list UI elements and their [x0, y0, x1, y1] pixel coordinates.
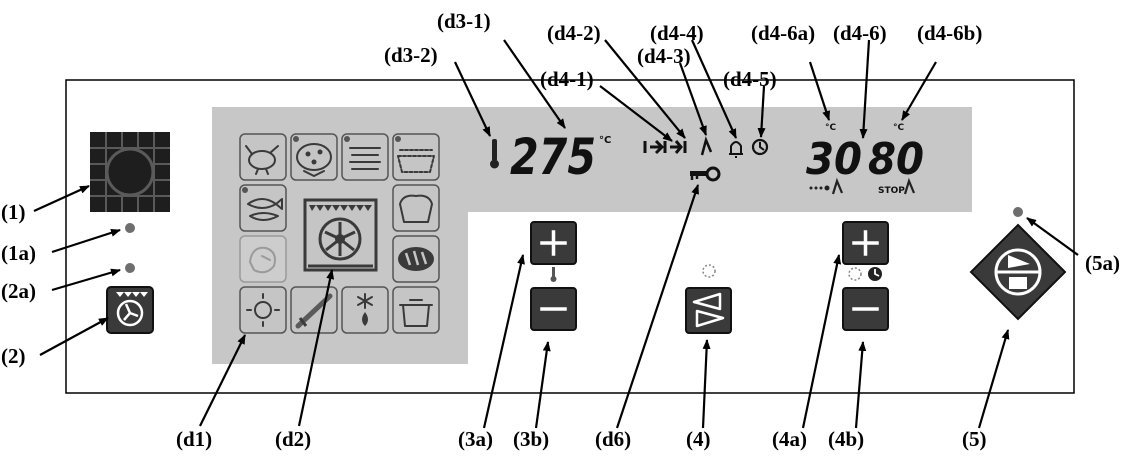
callout-d4-5: (d4-5)	[723, 67, 777, 91]
time-minus-button[interactable]	[842, 287, 889, 331]
light-icon[interactable]	[239, 286, 287, 334]
callout-5: (5)	[962, 427, 987, 451]
mode-button[interactable]	[685, 287, 732, 334]
core-probe-icon	[700, 136, 713, 156]
time-unit: °C	[893, 123, 905, 133]
cooling-icon	[670, 140, 687, 154]
baking-dish-icon[interactable]	[392, 133, 440, 181]
pizza-icon[interactable]	[290, 133, 338, 181]
fan-oven-icon[interactable]	[303, 198, 378, 272]
temperature-small-thermometer-icon	[550, 267, 557, 282]
core-temp-readout: 30	[806, 134, 862, 185]
led-2a	[125, 263, 135, 273]
roast-icon[interactable]	[239, 235, 287, 283]
probe-dots-icon	[809, 177, 844, 195]
core-temp-unit: °C	[825, 123, 837, 133]
clock-icon	[751, 138, 769, 156]
callout-d2: (d2)	[275, 427, 311, 451]
mode-indicator-icon	[702, 264, 716, 278]
temperature-readout: 275	[510, 128, 596, 186]
callout-d3-1: (d3-1)	[437, 9, 491, 33]
callout-d3-2: (d3-2)	[384, 43, 438, 67]
callout-4a: (4a)	[772, 427, 807, 451]
callout-1a: (1a)	[1, 241, 36, 265]
temperature-plus-button[interactable]	[530, 221, 577, 265]
led-1a	[125, 223, 135, 233]
callout-d4-6: (d4-6)	[833, 21, 887, 45]
fish-icon[interactable]	[239, 184, 287, 232]
time-dashed-icon	[848, 267, 862, 281]
callout-2: (2)	[1, 344, 26, 368]
callout-labels: (1) (1a) (2a) (2) (d1) (d2) (d3-2) (d3-1…	[1, 9, 1120, 451]
thermometer-icon	[490, 139, 499, 169]
callout-3a: (3a)	[458, 427, 493, 451]
callout-d4-4: (d4-4)	[650, 21, 704, 45]
callout-4b: (4b)	[828, 427, 864, 451]
callout-1: (1)	[1, 200, 26, 224]
grill-icon[interactable]	[290, 286, 338, 334]
grid-key[interactable]	[90, 132, 170, 212]
callout-arrows	[33, 39, 1079, 429]
bread-mould-icon[interactable]	[392, 184, 440, 232]
callout-2a: (2a)	[1, 279, 36, 303]
bell-icon	[729, 141, 743, 158]
callout-d4-3: (d4-3)	[637, 44, 691, 68]
bread-icon[interactable]	[392, 235, 440, 283]
fan-key[interactable]	[106, 286, 154, 334]
key-lock-icon	[690, 166, 721, 182]
program-icon-grid	[239, 133, 440, 334]
led-5a	[1013, 207, 1023, 217]
start-stop-button[interactable]	[969, 223, 1067, 321]
time-plus-button[interactable]	[842, 221, 889, 265]
time-readout: 80	[868, 134, 924, 185]
temperature-unit: °C	[599, 135, 611, 146]
callout-d4-6a: (d4-6a)	[751, 21, 815, 45]
callout-d4-1: (d4-1)	[540, 67, 594, 91]
poultry-icon[interactable]	[239, 133, 287, 181]
stop-label: STOP	[878, 186, 905, 196]
pot-icon[interactable]	[392, 286, 440, 334]
defrost-icon[interactable]	[341, 286, 389, 334]
callout-5a: (5a)	[1085, 251, 1120, 275]
callout-d6: (d6)	[595, 427, 631, 451]
preheat-icon	[643, 139, 667, 155]
callout-d1: (d1)	[176, 427, 212, 451]
callout-d4-2: (d4-2)	[547, 21, 601, 45]
time-clock-icon	[868, 267, 882, 281]
temperature-minus-button[interactable]	[530, 287, 577, 331]
callout-4: (4)	[686, 427, 711, 451]
stop-probe-icon	[903, 177, 916, 195]
callout-d4-6b: (d4-6b)	[917, 21, 982, 45]
lasagna-icon[interactable]	[341, 133, 389, 181]
callout-3b: (3b)	[513, 427, 549, 451]
